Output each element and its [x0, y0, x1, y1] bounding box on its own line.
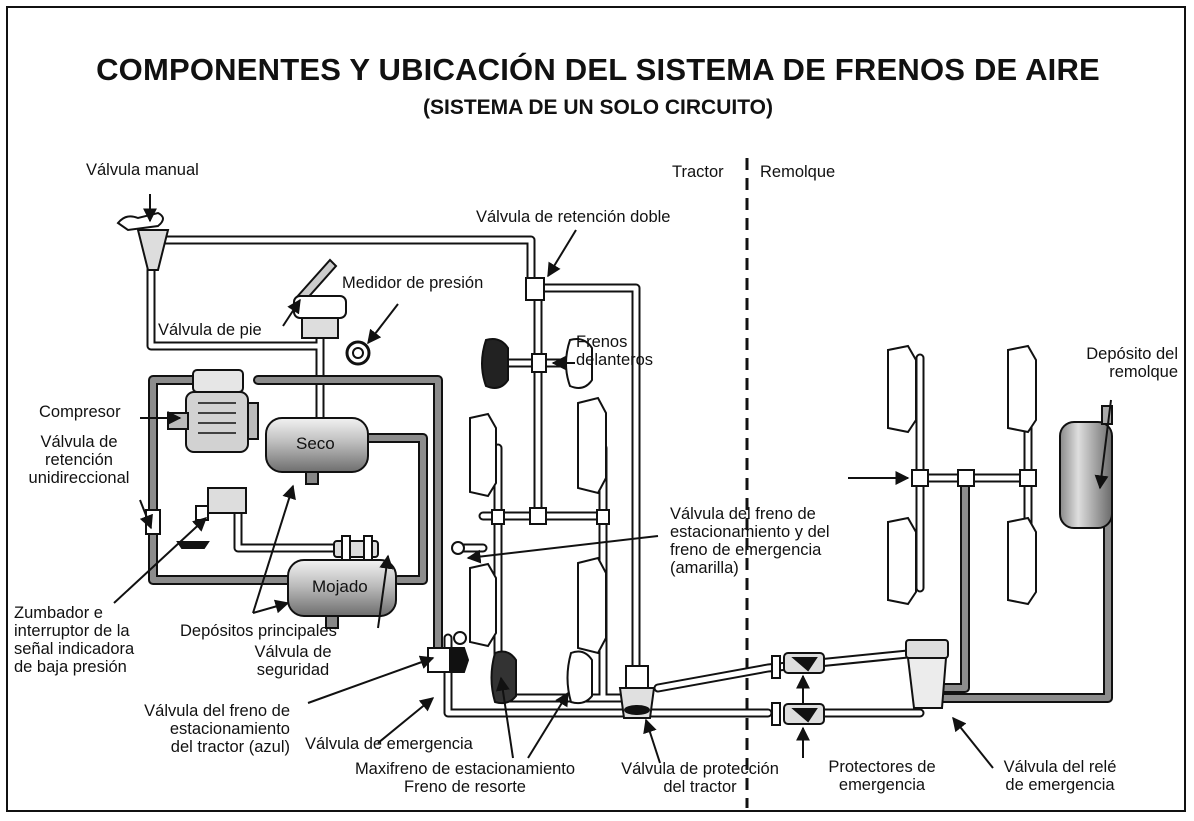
safety-valve-icon — [333, 535, 379, 561]
diagram-title: COMPONENTES Y UBICACIÓN DEL SISTEMA DE F… — [96, 52, 1100, 87]
emergency-valve-label: Válvula de emergencia — [305, 735, 473, 753]
trailer-section-label: Remolque — [760, 163, 836, 181]
diagram-frame: COMPONENTES Y UBICACIÓN DEL SISTEMA DE F… — [6, 6, 1186, 812]
double-check-valve-label: Válvula de retención doble — [476, 208, 671, 226]
brake-chamber-icons — [469, 338, 1037, 705]
tractor-section-label: Tractor — [672, 163, 724, 181]
emergency-relay-valve-icon — [905, 639, 949, 709]
air-brake-diagram — [113, 158, 1113, 808]
double-check-valve-icon — [525, 277, 545, 301]
foot-valve-label: Válvula de pie — [158, 321, 262, 339]
parking-emergency-valve-icon — [451, 541, 465, 555]
pressure-gauge-icon — [345, 340, 371, 366]
tractor-protection-valve-icon — [618, 665, 656, 719]
hand-valve-icon — [116, 211, 170, 271]
pressure-gauge-label: Medidor de presión — [342, 274, 484, 292]
compressor-label: Compresor — [39, 403, 121, 421]
hand-valve-label: Válvula manual — [86, 161, 199, 179]
foot-valve-icon — [293, 258, 347, 339]
low-pressure-switch-icon — [176, 487, 247, 549]
dry-tank — [265, 417, 369, 485]
emergency-protector-icons — [771, 652, 825, 726]
dry-tank-label: Seco — [296, 434, 335, 453]
trailer-reservoir — [1059, 405, 1113, 529]
compressor-icon — [167, 369, 259, 453]
diagram-subtitle: (SISTEMA DE UN SOLO CIRCUITO) — [422, 96, 773, 119]
wet-tank-label: Mojado — [312, 577, 368, 596]
main-reservoirs-label: Depósitos principales — [180, 622, 337, 640]
